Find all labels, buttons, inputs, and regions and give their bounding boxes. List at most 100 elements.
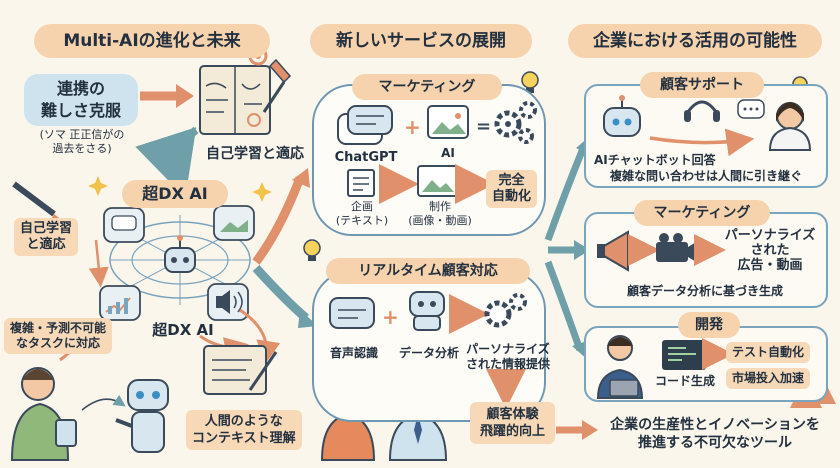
conclusion-line2: 推進する不可欠なツール [638, 435, 792, 451]
code-gen-label: コード生成 [654, 374, 715, 388]
arrow-mid-to-dev [544, 260, 584, 352]
auto-box: 完全 自動化 [486, 170, 538, 208]
mid-marketing-title: マーケティング [352, 74, 502, 100]
equals-front: = [476, 116, 491, 137]
robot-head-icon [164, 235, 196, 273]
video-camera-icon-front [656, 233, 698, 263]
personalized-line2: された情報提供 [466, 357, 551, 371]
arrow-head-to-conclusion [582, 420, 598, 440]
ads-line3: 広告・動画 [737, 258, 803, 273]
lightbulb-icon-2 [303, 239, 321, 261]
conclusion-text: 企業の生産性とイノベーションを 推進する不可欠なツール [600, 416, 830, 452]
right-marketing-title: マーケティング [634, 200, 770, 226]
headset-icon-front [684, 100, 720, 122]
past-line1: (ソマ 正正信がの [39, 128, 125, 141]
support-text: AIチャットボット回答 複雑な問い合わせは人間に引き継ぐ [588, 152, 824, 184]
header-right: 企業における活用の可能性 [568, 24, 822, 58]
plus-front-2: + [382, 305, 399, 329]
robot-icon [115, 379, 169, 453]
arrow-hub-loop-1 [88, 239, 109, 288]
plan-line1: 企画 [351, 200, 373, 213]
self-learning-side-line2: と適応 [26, 237, 66, 252]
person-with-tablet-icon [10, 367, 77, 461]
plan-document-icon-front [347, 169, 375, 197]
document-icon [203, 345, 278, 395]
past-note: (ソマ 正正信がの 過去をさる) [22, 128, 142, 156]
self-learning-side-line1: 自己学習 [20, 221, 73, 236]
lightbulb-icon [521, 71, 539, 93]
arrow-robot-agent-front [649, 128, 755, 157]
self-learning-side: 自己学習 と適応 [14, 218, 79, 256]
chart-card-icon [99, 285, 141, 321]
arrow-overcome-to-notebook [140, 84, 194, 108]
code-monitor-icon-front [662, 340, 706, 370]
overcome-box: 連携の 難しさ克服 [24, 74, 138, 126]
ads-line2: された [750, 243, 790, 258]
test-auto-tag: テスト自動化 [726, 342, 811, 363]
data-analysis-label: データ分析 [398, 346, 459, 360]
self-learning-top: 自己学習と適応 [206, 146, 304, 162]
arrow-person-robot [81, 394, 126, 411]
cx-line2: 飛躍的向上 [480, 424, 546, 439]
ads-line1: パーソナライズ [724, 228, 816, 243]
chat-card-icon [103, 207, 145, 243]
plan-line2: (テキスト) [335, 214, 389, 227]
support-robot-icon-front [603, 95, 641, 137]
realtime-title: リアルタイム顧客対応 [326, 258, 530, 284]
chatgpt-label: ChatGPT [334, 150, 398, 165]
arrow-head-left-to-marketing [292, 168, 310, 188]
ai-image-icon-front [427, 105, 469, 139]
produce-label: 制作 (画像・動画) [404, 200, 476, 228]
image-card-icon [213, 205, 255, 241]
ads-label: パーソナライズ された 広告・動画 [718, 228, 822, 273]
sparkle-icon [88, 176, 272, 202]
arrow-left-to-marketing [252, 176, 305, 265]
header-middle: 新しいサービスの展開 [310, 24, 532, 58]
header-left: Multi-AIの進化と未来 [34, 24, 270, 58]
dev-title: 開発 [678, 312, 740, 338]
chodx-top: 超DX AI [122, 180, 228, 208]
gears-icon-front [494, 101, 537, 144]
context-box: 人間のような コンテキスト理解 [186, 410, 302, 450]
produce-line2: (画像・動画) [408, 214, 472, 227]
auto-line1: 完全 [498, 173, 525, 188]
chodx-bottom: 超DX AI [152, 321, 214, 339]
complex-line2: なタスクに対応 [16, 336, 101, 350]
ads-caption: 顧客データ分析に基づき生成 [626, 284, 783, 298]
plus-front: + [404, 115, 421, 139]
produce-line1: 制作 [429, 200, 451, 213]
cx-box: 顧客体験 飛躍的向上 [470, 402, 556, 444]
context-line2: コンテキスト理解 [192, 431, 296, 446]
agent-woman-icon-front [768, 102, 812, 151]
overcome-line1: 連携の [56, 79, 105, 98]
arrow-head-to-marketing [574, 240, 590, 260]
notebook-icon [199, 58, 292, 135]
support-line2: 複雑な問い合わせは人間に引き継ぐ [609, 169, 802, 183]
data-robot-icon-front [409, 291, 445, 331]
personalized-label: パーソナライズ された情報提供 [466, 342, 550, 372]
speech-bubble-icon-front [737, 99, 765, 119]
plan-label: 企画 (テキスト) [330, 200, 394, 228]
arrow-mid-to-support [544, 144, 588, 242]
support-line1: AIチャットボット回答 [594, 153, 716, 167]
cx-line1: 顧客体験 [486, 407, 539, 422]
complex-line1: 複雑・予測不可能 [10, 321, 107, 335]
conclusion-line1: 企業の生産性とイノベーションを [610, 417, 820, 433]
context-line1: 人間のような [204, 414, 283, 429]
voice-chat-icon-front [329, 297, 375, 329]
market-speed-tag: 市場投入加速 [726, 368, 811, 389]
voice-label: 音声認識 [329, 346, 378, 360]
chatgpt-icon-front [337, 105, 393, 145]
developer-icon-front [596, 335, 644, 399]
megaphone-icon-front [597, 230, 629, 272]
speaker-card-icon [207, 283, 249, 321]
auto-line2: 自動化 [492, 189, 532, 204]
arrow-notebook-to-hub [135, 126, 199, 198]
personalized-line1: パーソナライズ [466, 342, 550, 356]
overcome-line2: 難しさ克服 [40, 101, 121, 120]
support-title: 顧客サポート [640, 72, 764, 98]
ai-label: AI [441, 146, 455, 160]
past-line2: 過去をさる) [52, 142, 112, 155]
complex-task-box: 複雑・予測不可能 なタスクに対応 [4, 318, 113, 354]
